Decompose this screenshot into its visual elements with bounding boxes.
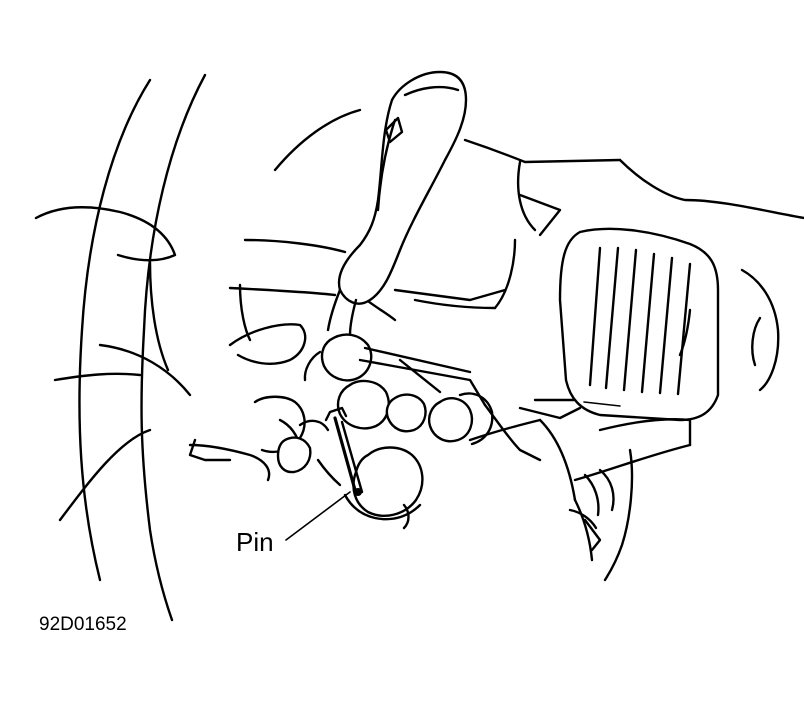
pin-callout-label: Pin (236, 527, 274, 557)
wire-harness (518, 398, 615, 552)
air-vent (558, 227, 780, 422)
steering-wheel-rim (34, 73, 307, 622)
figure-id: 92D01652 (39, 614, 127, 635)
steering-column (188, 333, 542, 530)
pin (324, 406, 364, 496)
callout-leader (285, 491, 351, 541)
tilt-lever (326, 70, 468, 337)
